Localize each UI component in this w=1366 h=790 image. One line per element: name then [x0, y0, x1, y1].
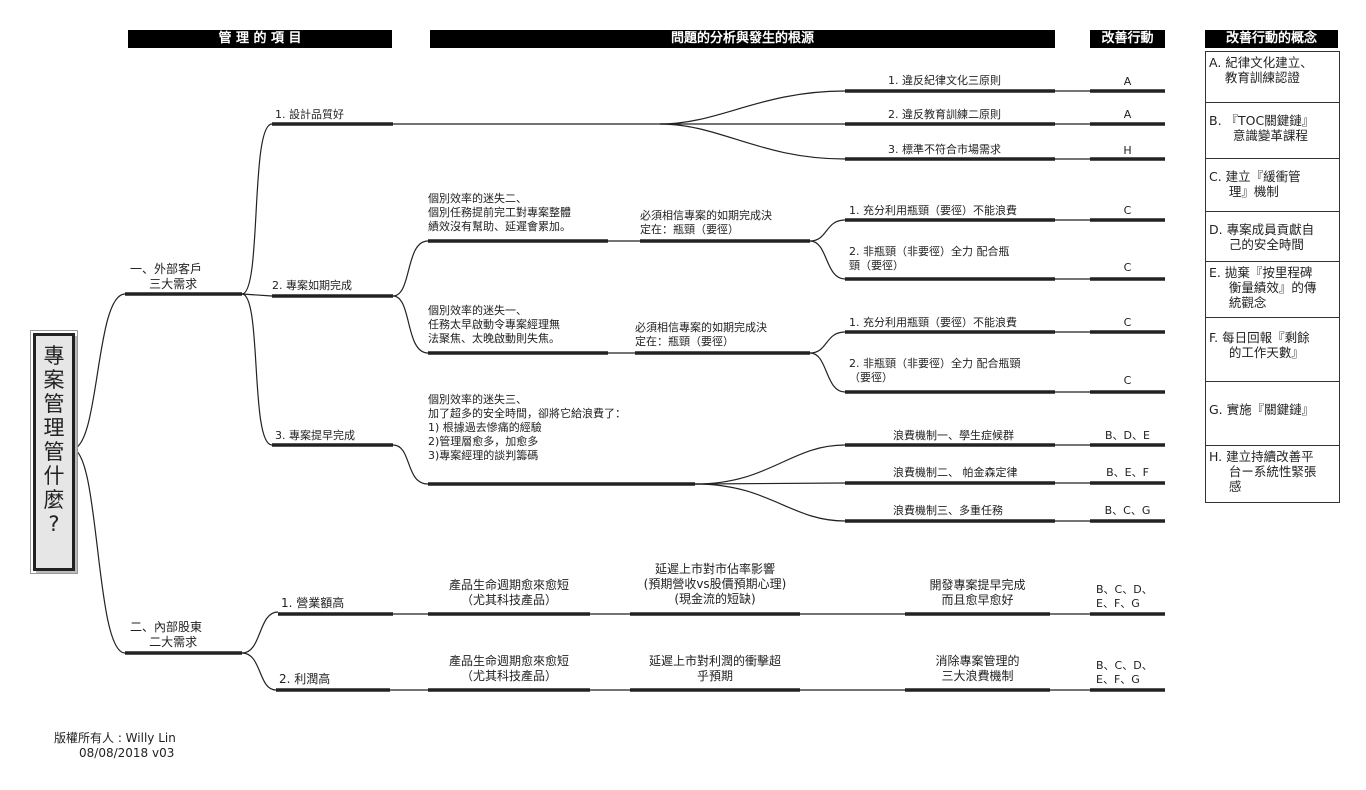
concept-d: D. 專案成員貢獻自 己的安全時間	[1206, 211, 1339, 261]
header-items: 管 理 的 項 目	[128, 30, 392, 48]
concept-c: C. 建立『緩衝管 理』機制	[1206, 158, 1339, 211]
profit-impact: 延遲上市對利潤的衝擊超 乎預期	[648, 654, 781, 683]
action-7: C	[1123, 374, 1132, 387]
concept-h: H. 建立持續改善平 台ー系統性緊張 感	[1206, 445, 1339, 502]
header-actions: 改善行動	[1090, 30, 1165, 48]
cause-standard: 3. 標準不符合市場需求	[888, 143, 1001, 156]
cause-parkinsons-law: 浪費機制二、 帕金森定律	[893, 466, 1018, 479]
item-early: 3. 專案提早完成	[275, 429, 355, 442]
action-9: B、E、F	[1106, 466, 1149, 479]
cause-non-bottleneck-a: 2. 非瓶頸（非要徑）全力 配合瓶 頸（要徑）	[849, 245, 1010, 272]
cause-discipline: 1. 違反紀律文化三原則	[888, 74, 1001, 87]
trust-bottleneck-a: 必須相信專案的如期完成決 定在：瓶頸（要徑）	[640, 209, 772, 236]
eliminate-waste: 消除專案管理的 三大浪費機制	[935, 654, 1020, 683]
misconception-two: 個別效率的迷失二、 個別任務提前完工對專案整體 績效沒有幫助、延遲會累加。	[428, 192, 571, 233]
item-profit: 2. 利潤高	[279, 672, 331, 686]
item-revenue: 1. 營業額高	[281, 596, 345, 610]
action-1: A	[1123, 75, 1132, 88]
concepts-list: A. 紀律文化建立、 教育訓練認證 B. 『TOC關鍵鏈』 意識變革課程 C. …	[1205, 51, 1340, 503]
misconception-three: 個別效率的迷失三、 加了超多的安全時間，卻將它給浪費了： 1) 根據過去慘痛的經…	[428, 393, 626, 462]
action-8: B、D、E	[1105, 429, 1150, 442]
concept-g: G. 實施『關鍵鏈』	[1206, 381, 1339, 445]
lifecycle-profit: 產品生命週期愈來愈短 （尤其科技產品）	[448, 654, 569, 683]
concept-b: B. 『TOC關鍵鏈』 意識變革課程	[1206, 102, 1339, 158]
concept-f: F. 每日回報『剩餘 的工作天數』	[1206, 317, 1339, 381]
develop-early: 開發專案提早完成 而且愈早愈好	[929, 578, 1026, 607]
cause-student-syndrome: 浪費機制一、學生症候群	[893, 429, 1014, 442]
copyright-owner: 版權所有人 : Willy Lin	[54, 731, 176, 745]
item-on-time: 2. 專案如期完成	[272, 279, 352, 292]
root-label: 專 案 管 理 管 什 麼 ?	[43, 344, 65, 536]
cause-use-bottleneck-a: 1. 充分利用瓶頸（要徑）不能浪費	[849, 204, 1017, 217]
cause-training: 2. 違反教育訓練二原則	[888, 108, 1001, 121]
cause-use-bottleneck-b: 1. 充分利用瓶頸（要徑）不能浪費	[849, 316, 1017, 329]
item-design-quality: 1. 設計品質好	[275, 108, 344, 121]
header-analysis: 問題的分析與發生的根源	[430, 30, 1055, 48]
concept-e: E. 拋棄『按里程碑 衡量績效』的傳 統觀念	[1206, 261, 1339, 317]
action-2: A	[1123, 108, 1132, 121]
cause-non-bottleneck-b: 2. 非瓶頸（非要徑）全力 配合瓶頸 （要徑）	[849, 357, 1021, 384]
action-10: B、C、G	[1104, 504, 1151, 517]
market-share-impact: 延遲上市對市佔率影響 (預期營收vs股價預期心理) (現金流的短缺)	[643, 562, 787, 606]
header-concepts: 改善行動的概念	[1205, 30, 1338, 48]
action-11: B、C、D、 E、F、G	[1096, 583, 1153, 610]
action-12: B、C、D、 E、F、G	[1096, 659, 1153, 686]
concept-a: A. 紀律文化建立、 教育訓練認證	[1206, 51, 1339, 102]
version-date: 08/08/2018 v03	[79, 746, 175, 760]
internal-shareholders-node: 二、內部股東 二大需求	[130, 620, 203, 649]
external-customers-node: 一、外部客戶 三大需求	[130, 262, 203, 291]
misconception-one: 個別效率的迷失一、 任務太早啟動令專案經理無 法聚焦、太晚啟動則失焦。	[428, 304, 560, 345]
root-node: 專 案 管 理 管 什 麼 ?	[30, 330, 78, 574]
action-6: C	[1123, 316, 1132, 329]
action-5: C	[1123, 261, 1132, 274]
trust-bottleneck-b: 必須相信專案的如期完成決 定在：瓶頸（要徑）	[635, 321, 767, 348]
action-3: H	[1123, 144, 1132, 157]
cause-multitasking: 浪費機制三、多重任務	[893, 504, 1003, 517]
action-4: C	[1123, 204, 1132, 217]
lifecycle-revenue: 產品生命週期愈來愈短 （尤其科技產品）	[448, 578, 569, 607]
